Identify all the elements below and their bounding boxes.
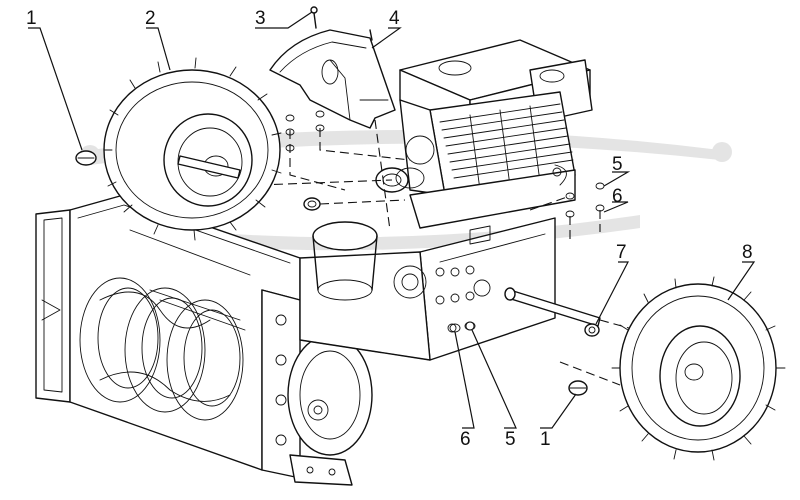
callout-8: 8 [742, 242, 753, 263]
pin-right [568, 380, 588, 396]
bolt-part-3 [310, 6, 373, 41]
callout-5-lower: 5 [505, 429, 516, 450]
callout-1-right: 1 [540, 429, 551, 450]
callout-4: 4 [389, 8, 400, 29]
callout-5-upper: 5 [612, 154, 623, 175]
spacer-washer [303, 197, 321, 211]
callout-6-lower: 6 [460, 429, 471, 450]
belt-cover [269, 29, 396, 129]
auger-housing [35, 195, 373, 486]
wheel-left [103, 57, 282, 241]
wheel-right [611, 276, 786, 461]
callouts: 1 2 3 4 5 6 7 8 6 5 1 [26, 8, 756, 450]
pin-left [75, 150, 97, 166]
fasteners [285, 110, 605, 337]
callout-2: 2 [145, 8, 156, 29]
callout-6-upper: 6 [612, 186, 623, 207]
callout-7: 7 [616, 242, 627, 263]
washer-part-7 [584, 323, 600, 337]
engine [375, 39, 593, 229]
callout-3: 3 [255, 8, 266, 29]
callout-1-left: 1 [26, 8, 37, 29]
